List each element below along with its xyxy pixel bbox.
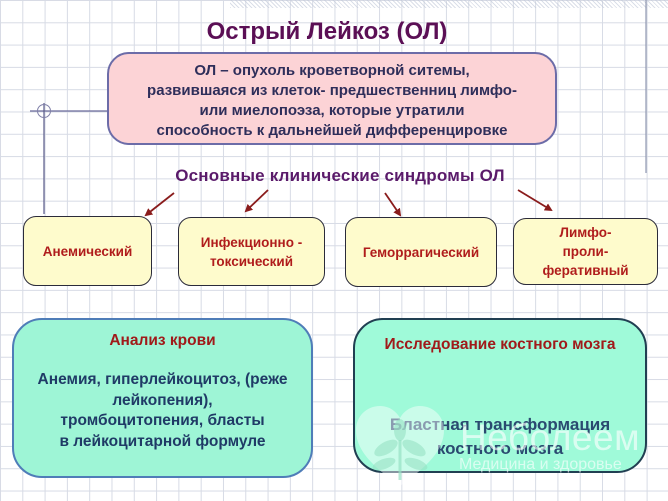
definition-line: ОЛ – опухоль кроветворной ситемы, — [194, 62, 470, 79]
syndrome-label: Геморрагический — [362, 244, 480, 260]
syndrome-label: феративный — [542, 263, 629, 278]
syndrome-label: Инфекционно - — [200, 234, 303, 250]
page-title: Острый Лейкоз (ОЛ) — [206, 18, 448, 45]
watermark-brand: Неболеем — [460, 417, 641, 458]
syndrome-box-lymphoproliferative: Лимфо- проли- феративный — [513, 218, 658, 285]
arrow-to-hemorrhagic — [384, 192, 402, 217]
arrow-to-lymphoproliferative — [517, 189, 553, 212]
blood-test-line: в лейкоцитарной формуле — [59, 432, 266, 450]
blood-test-line: тромбоцитопения, бласты — [60, 412, 265, 429]
blood-test-box: Анализ крови Анемия, гиперлейкоцитоз, (р… — [12, 318, 313, 478]
bone-marrow-line: Бластная трансформация — [389, 415, 611, 434]
bone-marrow-line: костного мозга — [436, 439, 564, 458]
blood-test-heading: Анализ крови — [109, 332, 216, 349]
definition-line: развившаяся из клеток- предшественниц ли… — [147, 82, 517, 99]
top-dotted-band — [230, 0, 668, 8]
syndrome-label: Анемический — [42, 243, 133, 259]
bone-marrow-heading: Исследование костного мозга — [384, 336, 616, 353]
syndrome-box-infectious-toxic: Инфекционно - токсический — [178, 217, 325, 286]
syndrome-label: проли- — [562, 244, 609, 259]
definition-line: или миелопоэза, которые утратили — [199, 102, 465, 119]
arrow-to-infectious — [244, 189, 269, 213]
bone-marrow-body: Бластная трансформация костного мозга — [355, 413, 645, 461]
crosshair-guide-icon — [30, 103, 107, 214]
syndrome-box-anemic: Анемический — [23, 216, 152, 286]
definition-box: ОЛ – опухоль кроветворной ситемы, развив… — [107, 52, 557, 145]
arrow-to-anemic — [144, 192, 175, 217]
blood-test-body: Анемия, гиперлейкоцитоз, (реже лейкопени… — [14, 370, 311, 452]
syndromes-heading: Основные клинические синдромы ОЛ — [175, 166, 505, 185]
syndrome-label: токсический — [209, 253, 294, 269]
syndrome-box-hemorrhagic: Геморрагический — [345, 217, 497, 287]
bone-marrow-box: Исследование костного мозга Бластная тра… — [353, 318, 647, 473]
blood-test-line: Анемия, гиперлейкоцитоз, (реже — [37, 371, 288, 388]
definition-line: способность к дальнейшей дифференцировке — [156, 122, 508, 139]
watermark-tagline: Медицина и здоровье — [459, 456, 622, 473]
blood-test-line: лейкопения), — [112, 391, 213, 409]
syndrome-label: Лимфо- — [559, 225, 612, 240]
